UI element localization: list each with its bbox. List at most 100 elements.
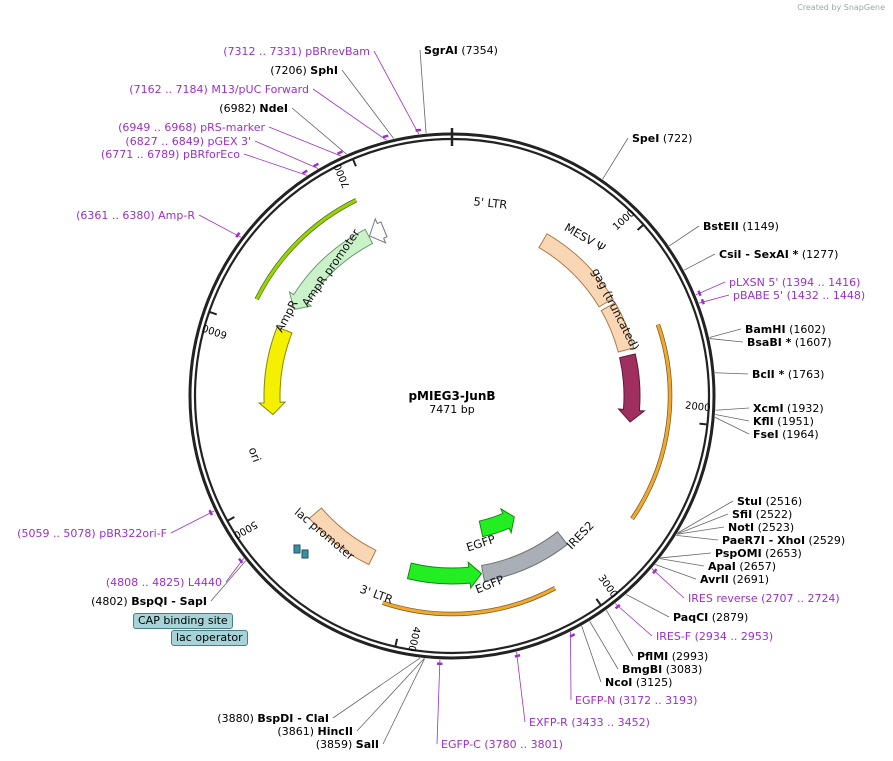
site-label-bsabi[interactable]: BsaBI * (1607) xyxy=(747,336,832,349)
feature-label-egfp-inner[interactable]: EGFP xyxy=(464,532,497,555)
site-label-plxsn[interactable]: pLXSN 5' (1394 .. 1416) xyxy=(729,276,860,289)
leader-prs xyxy=(268,126,342,157)
feature-ori-7[interactable] xyxy=(257,326,293,416)
leader-hincii xyxy=(356,658,425,732)
site-label-part-l4440: L4440 xyxy=(188,576,222,589)
site-label-bcli[interactable]: BclI * (1763) xyxy=(752,368,824,381)
feature-egfp-5[interactable] xyxy=(406,561,483,590)
leader-fsei xyxy=(714,416,750,435)
site-label-pbr322[interactable]: (5059 .. 5078) pBR322ori-F xyxy=(17,527,167,540)
site-label-iresrev[interactable]: IRES reverse (2707 .. 2724) xyxy=(688,592,840,605)
site-label-part-iresf: (2934 .. 2953) xyxy=(691,630,773,643)
site-label-part-exfpr: EXFP-R xyxy=(529,716,568,729)
site-label-part-paer7i: - XhoI xyxy=(765,534,805,547)
site-label-xcmi[interactable]: XcmI (1932) xyxy=(753,402,824,415)
primer-mark-pbrfor xyxy=(301,169,308,175)
site-label-csii[interactable]: CsiI - SexAI * (1277) xyxy=(719,248,838,261)
site-label-pbabe[interactable]: pBABE 5' (1432 .. 1448) xyxy=(733,289,865,302)
site-label-bmgbi[interactable]: BmgBI (3083) xyxy=(622,663,702,676)
feature-ires2-3[interactable] xyxy=(481,531,569,582)
primer-mark-pbabe xyxy=(700,298,705,305)
site-label-part-pbrrev: pBRrevBam xyxy=(305,45,370,58)
site-label-part-bmgbi: (3083) xyxy=(662,663,702,676)
site-label-part-egfpn: EGFP-N xyxy=(575,694,615,707)
site-label-paqci[interactable]: PaqCI (2879) xyxy=(673,611,748,624)
feature-5-ltr-0[interactable] xyxy=(538,233,614,308)
site-label-part-csii: (1277) xyxy=(798,248,838,261)
site-label-egfpc[interactable]: EGFP-C (3780 .. 3801) xyxy=(441,738,563,751)
site-label-part-l4440: (4808 .. 4825) xyxy=(106,576,188,589)
site-label-pspomi[interactable]: PspOMI (2653) xyxy=(715,547,802,560)
site-label-part-bspdi: (3880) xyxy=(217,712,257,725)
feature-gag-truncated--2[interactable] xyxy=(617,353,646,423)
site-label-sali[interactable]: (3859) SalI xyxy=(316,738,379,751)
site-label-apai[interactable]: ApaI (2657) xyxy=(708,560,776,573)
site-label-sgrai[interactable]: SgrAI (7354) xyxy=(424,44,498,57)
tick-label-4000: 4000 xyxy=(405,625,421,652)
site-label-l4440[interactable]: (4808 .. 4825) L4440 xyxy=(106,576,222,589)
cap-binding-site-chip[interactable]: CAP binding site xyxy=(133,613,233,629)
site-label-part-stui: StuI xyxy=(737,495,762,508)
site-label-ampr_p[interactable]: (6361 .. 6380) Amp-R xyxy=(76,209,195,222)
site-label-part-iresf: IRES-F xyxy=(656,630,691,643)
site-label-part-stui: (2516) xyxy=(762,495,802,508)
site-label-noti[interactable]: NotI (2523) xyxy=(728,521,794,534)
leader-plxsn xyxy=(695,281,726,296)
site-label-bamhi[interactable]: BamHI (1602) xyxy=(745,323,826,336)
tick-3000 xyxy=(595,598,602,606)
site-label-hincii[interactable]: (3861) HincII xyxy=(277,725,353,738)
feature-label-ori[interactable]: ori xyxy=(246,445,264,464)
site-label-iresf[interactable]: IRES-F (2934 .. 2953) xyxy=(656,630,773,643)
site-label-part-iresrev: IRES reverse xyxy=(688,592,758,605)
site-label-spei[interactable]: SpeI (722) xyxy=(632,132,692,145)
site-label-sfii[interactable]: SfiI (2522) xyxy=(732,508,792,521)
site-label-egfpn[interactable]: EGFP-N (3172 .. 3193) xyxy=(575,694,697,707)
site-label-m13[interactable]: (7162 .. 7184) M13/pUC Forward xyxy=(129,83,309,96)
site-label-kfli[interactable]: KflI (1951) xyxy=(753,415,814,428)
tick-label-6000: 6000 xyxy=(201,321,229,340)
feature-mesv--1[interactable] xyxy=(600,301,635,353)
primer-mark-pgex3 xyxy=(313,162,319,168)
site-label-part-ncoi: NcoI xyxy=(605,676,632,689)
site-label-part-prs: (6949 .. 6968) xyxy=(118,121,200,134)
leader-csii xyxy=(683,253,716,271)
feature-ampr-promoter-9[interactable] xyxy=(368,217,388,244)
feature-label-3ltr[interactable]: 3' LTR xyxy=(358,582,395,607)
site-label-bspqi[interactable]: (4802) BspQI - SapI xyxy=(91,595,207,608)
site-label-bsteii[interactable]: BstEII (1149) xyxy=(703,220,779,233)
site-label-part-fsei: (1964) xyxy=(779,428,819,441)
primer-mark-m13 xyxy=(382,134,389,139)
site-label-part-xcmi: XcmI xyxy=(753,402,784,415)
site-label-avrii[interactable]: AvrII (2691) xyxy=(700,573,769,586)
tick-5000 xyxy=(226,516,235,522)
site-label-part-pbabe: (1432 .. 1448) xyxy=(783,289,865,302)
leader-paer7i xyxy=(676,534,719,541)
site-label-fsei[interactable]: FseI (1964) xyxy=(753,428,819,441)
site-label-stui[interactable]: StuI (2516) xyxy=(737,495,802,508)
feature-label-ampr[interactable]: AmpR xyxy=(272,298,300,335)
feature-ampr-8[interactable] xyxy=(288,228,374,310)
leader-bsabi xyxy=(709,338,744,343)
feature-egfp-4[interactable] xyxy=(478,507,515,538)
site-label-ndei[interactable]: (6982) NdeI xyxy=(219,102,288,115)
leader-egfpc xyxy=(436,659,441,745)
site-label-ncoi[interactable]: NcoI (3125) xyxy=(605,676,672,689)
feature-label-5ltr[interactable]: 5' LTR xyxy=(473,194,508,211)
feature-label-ampr-promoter[interactable]: AmpR promoter xyxy=(299,226,363,309)
site-label-prs[interactable]: (6949 .. 6968) pRS-marker xyxy=(118,121,265,134)
site-label-sphi[interactable]: (7206) SphI xyxy=(270,64,338,77)
feature-label-ires2[interactable]: IRES2 xyxy=(564,518,597,552)
site-label-part-iresrev: (2707 .. 2724) xyxy=(758,592,840,605)
tick-7000 xyxy=(351,158,357,167)
site-label-pbrfor[interactable]: (6771 .. 6789) pBRforEco xyxy=(101,148,240,161)
site-label-bspdi[interactable]: (3880) BspDI - ClaI xyxy=(217,712,329,725)
site-label-paer7i[interactable]: PaeR7I - XhoI (2529) xyxy=(722,534,845,547)
site-label-pgex3[interactable]: (6827 .. 6849) pGEX 3' xyxy=(125,135,251,148)
leader-sfii xyxy=(676,513,729,535)
feature-3-ltr-6[interactable] xyxy=(308,507,377,566)
site-label-part-hincii: (3861) xyxy=(277,725,317,738)
site-label-pflmi[interactable]: PflMI (2993) xyxy=(637,650,708,663)
site-label-exfpr[interactable]: EXFP-R (3433 .. 3452) xyxy=(529,716,650,729)
site-label-pbrrev[interactable]: (7312 .. 7331) pBRrevBam xyxy=(223,45,370,58)
lac-operator-chip[interactable]: lac operator xyxy=(171,630,248,646)
